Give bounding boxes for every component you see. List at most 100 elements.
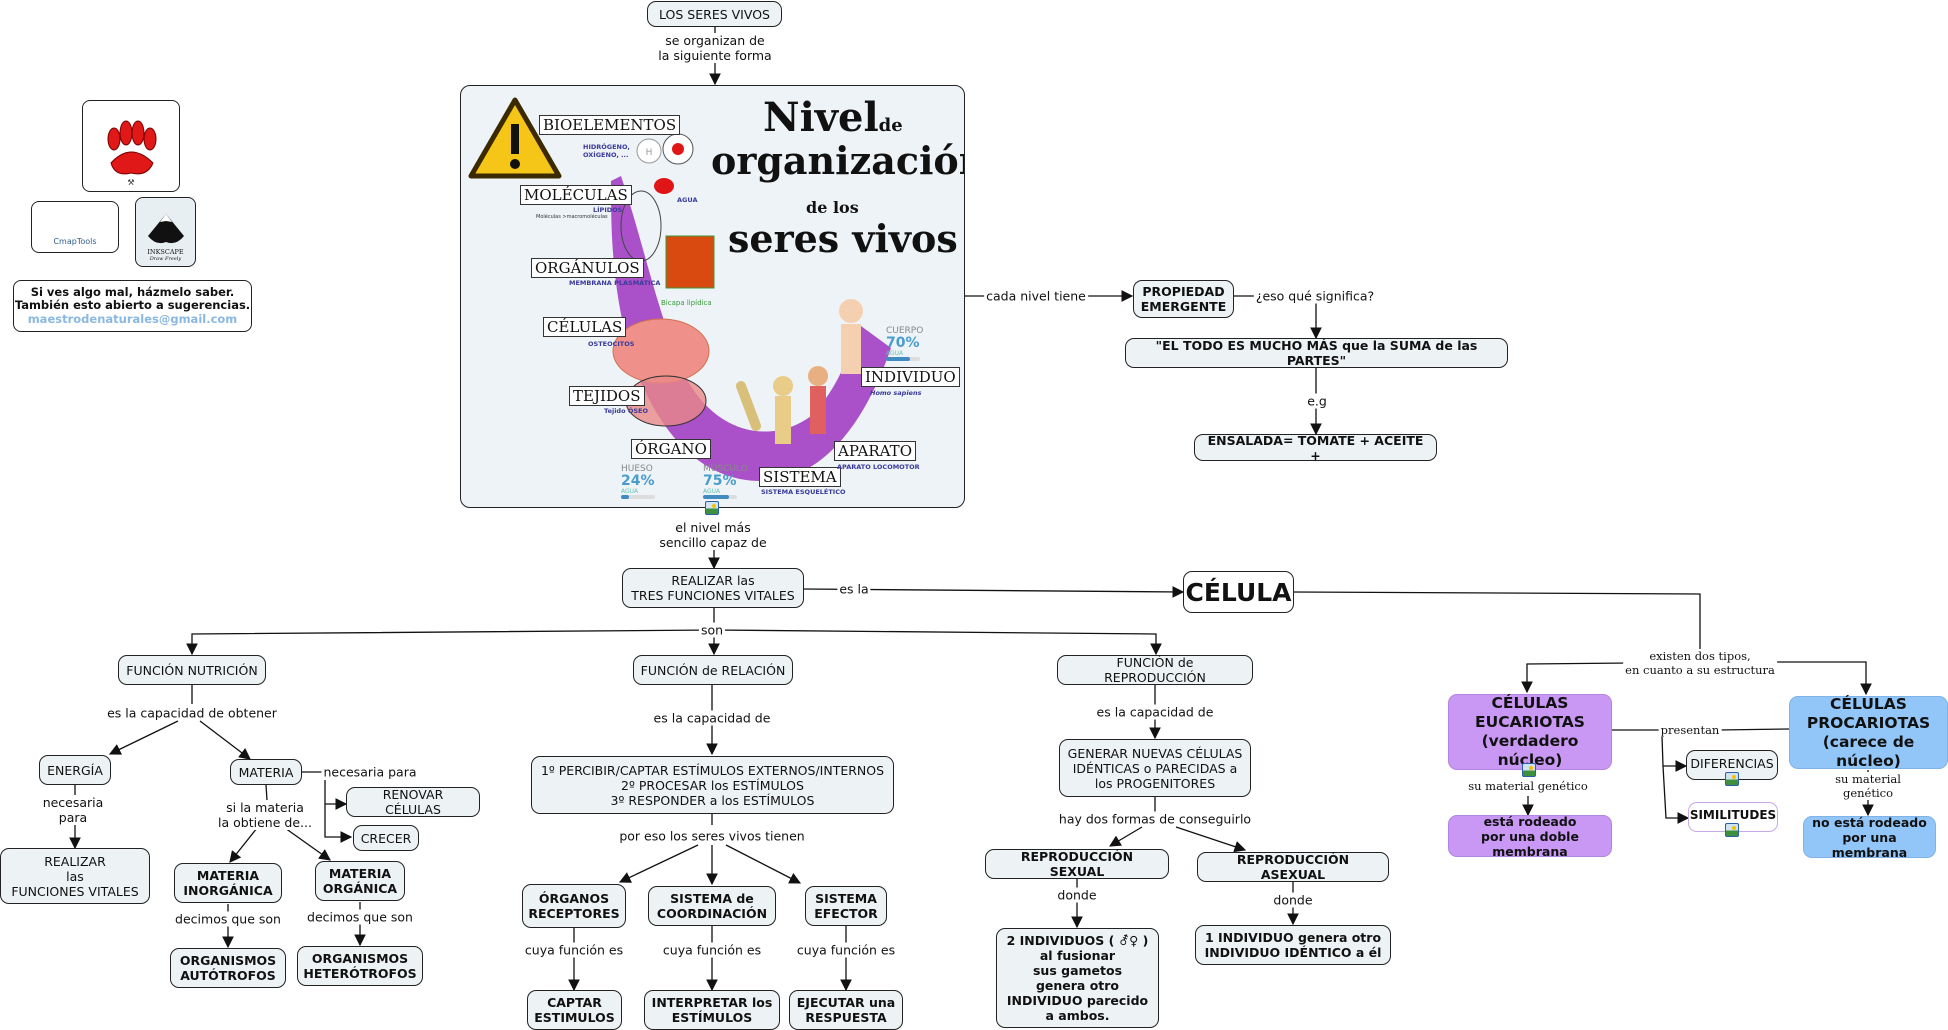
link-label-decimos2: decimos que son bbox=[305, 909, 415, 925]
node-celula[interactable]: CÉLULA bbox=[1183, 571, 1294, 613]
node-reproduccion-sexual[interactable]: REPRODUCCIÓN SEXUAL bbox=[985, 849, 1169, 879]
link-pres-sim bbox=[1662, 765, 1690, 824]
level-organulos: ORGÁNULOS bbox=[531, 258, 644, 278]
label-bicapa: Bicapa lipídica bbox=[661, 299, 712, 307]
level-individuo-sub: Homo sapiens bbox=[870, 389, 922, 397]
node-el-todo[interactable]: "EL TODO ES MUCHO MÁS que la SUMA de las… bbox=[1125, 338, 1508, 368]
node-diferencias[interactable]: DIFERENCIAS bbox=[1686, 750, 1778, 780]
stat-hueso: HUESO 24% AGUA bbox=[621, 464, 655, 499]
link-label-cada-nivel: cada nivel tiene bbox=[984, 288, 1088, 304]
node-materia-organica[interactable]: MATERIA ORGÁNICA bbox=[315, 861, 405, 901]
link-label-material2: su material genético bbox=[1828, 772, 1908, 800]
svg-text:⚒: ⚒ bbox=[127, 178, 134, 187]
link-label-cuya1: cuya función es bbox=[522, 942, 626, 958]
link-label-cuya3: cuya función es bbox=[794, 942, 898, 958]
link-label-eg: e.g bbox=[1305, 393, 1329, 409]
link-existen-pro bbox=[1768, 661, 1872, 696]
level-tejidos: TEJIDOS bbox=[569, 386, 645, 406]
stat-musculo: MÚSCULO 75% AGUA bbox=[703, 464, 748, 499]
link-nut-materia bbox=[199, 720, 251, 760]
nivel-organizacion-image[interactable]: H Nivelde organización de los seres vivo… bbox=[460, 85, 965, 508]
link-label-organizan: se organizan de la siguiente forma bbox=[656, 33, 774, 63]
link-label-donde1: donde bbox=[1055, 887, 1099, 903]
diferencias-image-icon[interactable] bbox=[1725, 772, 1739, 786]
image-attachment-icon[interactable] bbox=[705, 501, 719, 515]
node-celulas-procariotas[interactable]: CÉLULAS PROCARIOTAS (carece de núcleo) bbox=[1789, 695, 1948, 770]
node-generar-celulas[interactable]: GENERAR NUEVAS CÉLULAS IDÉNTICAS o PAREC… bbox=[1059, 739, 1251, 797]
link-label-eso-que: ¿eso qué significa? bbox=[1253, 288, 1377, 304]
warning-icon bbox=[468, 97, 562, 179]
link-materia-label bbox=[265, 784, 268, 801]
node-no-membrana[interactable]: no está rodeado por una membrana bbox=[1803, 815, 1936, 860]
title-de-los: de los bbox=[806, 198, 859, 217]
feedback-note: Si ves algo mal, házmelo saber. También … bbox=[13, 280, 252, 332]
level-sistema: SISTEMA bbox=[759, 467, 841, 487]
feedback-email[interactable]: maestrodenaturales@gmail.com bbox=[27, 311, 238, 326]
node-organos-receptores[interactable]: ÓRGANOS RECEPTORES bbox=[522, 884, 626, 928]
link-si-inorg bbox=[229, 827, 258, 863]
stat-bar-fill bbox=[886, 357, 910, 361]
level-organulos-sub: MEMBRANA PLASMÁTICA bbox=[569, 279, 661, 287]
link-existen-euc bbox=[1521, 662, 1631, 694]
link-si-org bbox=[284, 827, 331, 861]
link-label-materia-nec: necesaria para bbox=[321, 764, 419, 780]
node-dos-individuos[interactable]: 2 INDIVIDUOS ( ⚦♀ ) al fusionar sus game… bbox=[996, 928, 1159, 1028]
label-agua: AGUA bbox=[677, 196, 698, 204]
level-bioelementos-sub: HIDRÓGENO, OXÍGENO, ... bbox=[583, 143, 630, 159]
node-celulas-eucariotas[interactable]: CÉLULAS EUCARIOTAS (verdadero núcleo) bbox=[1448, 694, 1612, 770]
label-macromoleculas: Moléculas >macromoléculas bbox=[536, 214, 608, 220]
link-por-efector bbox=[725, 844, 802, 884]
link-nec-crecer bbox=[324, 804, 353, 843]
level-celulas-sub: OSTEOCITOS bbox=[588, 340, 635, 348]
node-funcion-reproduccion[interactable]: FUNCIÓN de REPRODUCCIÓN bbox=[1057, 655, 1253, 685]
link-label-es-la: es la bbox=[837, 581, 871, 597]
node-ejecutar-respuesta[interactable]: EJECUTAR una RESPUESTA bbox=[789, 990, 903, 1030]
node-reproduccion-asexual[interactable]: REPRODUCCIÓN ASEXUAL bbox=[1197, 852, 1389, 882]
node-estimulos[interactable]: 1º PERCIBIR/CAPTAR ESTÍMULOS EXTERNOS/IN… bbox=[531, 756, 894, 814]
similitudes-image-icon[interactable] bbox=[1725, 823, 1739, 837]
inkscape-label: INKSCAPE bbox=[147, 248, 184, 256]
node-energia[interactable]: ENERGÍA bbox=[39, 755, 111, 785]
eucariota-image-icon[interactable] bbox=[1522, 763, 1536, 777]
link-label-donde2: donde bbox=[1271, 892, 1315, 908]
node-sistema-efector[interactable]: SISTEMA EFECTOR bbox=[805, 886, 887, 926]
link-son-reproduccion bbox=[713, 629, 1162, 656]
node-propiedad-emergente[interactable]: PROPIEDAD EMERGENTE bbox=[1133, 280, 1234, 318]
node-renovar-celulas[interactable]: RENOVAR CÉLULAS bbox=[346, 787, 480, 817]
node-interpretar-estimulos[interactable]: INTERPRETAR los ESTÍMULOS bbox=[644, 990, 780, 1030]
node-ensalada[interactable]: ENSALADA= TOMATE + ACEITE + bbox=[1194, 433, 1437, 463]
level-individuo: INDIVIDUO bbox=[861, 367, 960, 387]
link-label-decimos1: decimos que son bbox=[173, 911, 283, 927]
link-celula-existen bbox=[1292, 591, 1701, 655]
inkscape-icon bbox=[147, 214, 184, 244]
node-doble-membrana[interactable]: está rodeado por una doble membrana bbox=[1448, 814, 1612, 859]
node-realizar-tres-funciones[interactable]: REALIZAR las TRES FUNCIONES VITALES bbox=[622, 568, 804, 608]
level-organo: ÓRGANO bbox=[631, 439, 711, 459]
node-materia[interactable]: MATERIA bbox=[230, 759, 302, 785]
node-funcion-relacion[interactable]: FUNCIÓN de RELACIÓN bbox=[633, 655, 793, 685]
level-aparato: APARATO bbox=[834, 441, 916, 461]
link-label-material1: su material genético bbox=[1466, 779, 1590, 793]
node-un-individuo[interactable]: 1 INDIVIDUO genera otro INDIVIDUO IDÉNTI… bbox=[1195, 925, 1391, 965]
node-materia-inorganica[interactable]: MATERIA INORGÁNICA bbox=[174, 863, 282, 903]
level-celulas: CÉLULAS bbox=[543, 317, 627, 337]
node-funcion-nutricion[interactable]: FUNCIÓN NUTRICIÓN bbox=[118, 655, 266, 685]
link-nut-energia bbox=[108, 720, 179, 755]
level-sistema-sub: SISTEMA ESQUELÉTICO bbox=[761, 488, 846, 496]
node-realizar-funciones-vitales[interactable]: REALIZAR las FUNCIONES VITALES bbox=[0, 848, 150, 904]
node-organismos-heterotrofos[interactable]: ORGANISMOS HETERÓTROFOS bbox=[297, 946, 423, 986]
node-sistema-coordinacion[interactable]: SISTEMA de COORDINACIÓN bbox=[648, 886, 776, 926]
link-label-son: son bbox=[698, 622, 726, 638]
inkscape-logo: INKSCAPE Draw Freely bbox=[135, 197, 196, 267]
link-son-nutricion bbox=[186, 629, 715, 656]
node-organismos-autotrofos[interactable]: ORGANISMOS AUTÓTROFOS bbox=[170, 948, 286, 988]
link-label-existen: existen dos tipos, en cuanto a su estruc… bbox=[1623, 649, 1777, 677]
node-crecer[interactable]: CRECER bbox=[353, 825, 419, 851]
link-hay-sexual bbox=[1108, 826, 1143, 847]
paw-icon: ⚒ bbox=[107, 120, 157, 187]
node-los-seres-vivos[interactable]: LOS SERES VIVOS bbox=[647, 1, 782, 27]
feedback-line1: Si ves algo mal, házmelo saber. bbox=[30, 284, 235, 299]
link-label-energia-nec: necesaria para bbox=[40, 795, 106, 825]
node-captar-estimulos[interactable]: CAPTAR ESTIMULOS bbox=[527, 990, 622, 1030]
